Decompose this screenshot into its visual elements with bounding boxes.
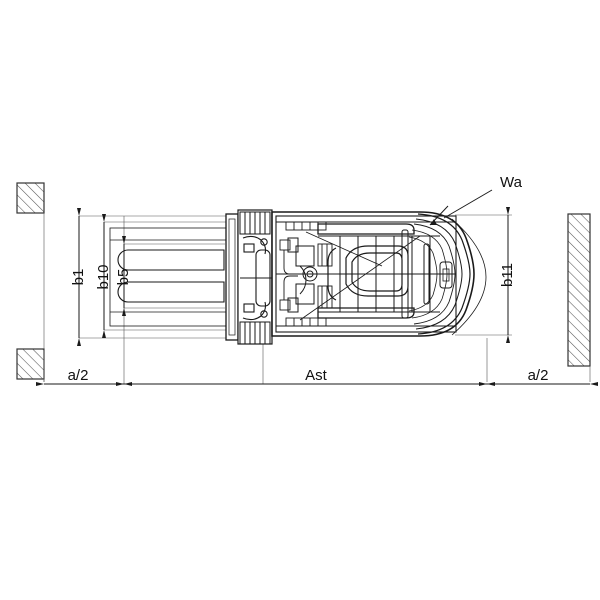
dimension-label-b11: b11 <box>499 263 516 287</box>
chassis-internal-detail <box>275 215 457 333</box>
dimension-a-half-left: a/2 <box>36 367 132 386</box>
dimension-b11: b11 <box>499 207 516 343</box>
dimension-label-ast: Ast <box>305 367 328 384</box>
dimension-label-b5: b5 <box>115 269 132 286</box>
fork-tine-lower <box>117 281 225 303</box>
wall-right <box>567 213 591 367</box>
dimension-label-a-half-right: a/2 <box>528 367 549 384</box>
dimension-ast: Ast <box>116 367 495 386</box>
pallet-block-top-left <box>16 182 45 214</box>
dimension-label-b1: b1 <box>70 269 87 286</box>
leader-wa <box>429 189 493 226</box>
dimension-label-a-half-left: a/2 <box>68 367 89 384</box>
dimension-a-half-right: a/2 <box>479 367 598 386</box>
dimension-b1: b1 <box>70 208 87 346</box>
dimension-b10: b10 <box>95 214 112 338</box>
mast <box>237 209 273 345</box>
fork-tine-upper <box>117 249 225 271</box>
dimension-label-b10: b10 <box>95 264 112 289</box>
fork-carriage <box>225 213 239 341</box>
dimension-b5: b5 <box>115 236 132 316</box>
turning-arc <box>451 218 487 336</box>
dimension-label-wa: Wa <box>500 174 523 191</box>
pallet-block-bottom-left <box>16 348 45 380</box>
